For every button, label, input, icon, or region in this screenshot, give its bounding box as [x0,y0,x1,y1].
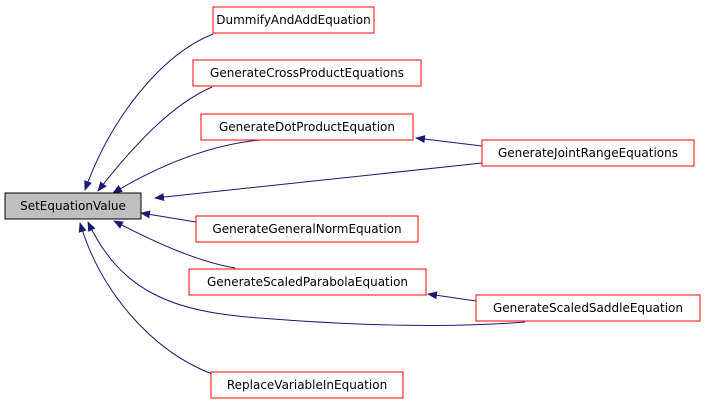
node-label: GenerateGeneralNormEquation [212,222,401,236]
edge-generalnorm [140,210,197,223]
node-generate-cross-product-equations[interactable]: GenerateCrossProductEquations [192,59,422,87]
node-label: GenerateDotProductEquation [219,120,395,134]
node-dummify-and-add-equation[interactable]: DummifyAndAddEquation [212,6,375,34]
edge-scaledparabola [113,220,236,269]
edge-saddle-root [87,221,526,326]
node-label: ReplaceVariableInEquation [227,378,387,392]
edge-dotproduct [112,139,261,194]
edge-replacevariable [78,222,213,375]
edge-dummify [84,33,214,191]
node-generate-dot-product-equation[interactable]: GenerateDotProductEquation [200,113,414,141]
edge-crossproduct [97,86,213,192]
node-label: GenerateScaledParabolaEquation [207,275,408,289]
edge-saddle-parabola [427,291,477,302]
node-generate-scaled-parabola-equation[interactable]: GenerateScaledParabolaEquation [188,268,427,296]
edge-jointrange-root [154,162,483,202]
node-label: GenerateCrossProductEquations [210,66,404,80]
node-generate-scaled-saddle-equation[interactable]: GenerateScaledSaddleEquation [475,294,701,322]
edge-jointrange-dot [415,135,483,147]
node-generate-joint-range-equations[interactable]: GenerateJointRangeEquations [481,139,695,167]
edges [78,33,526,375]
node-replace-variable-in-equation[interactable]: ReplaceVariableInEquation [210,371,404,399]
node-label: GenerateJointRangeEquations [498,146,678,160]
node-label: SetEquationValue [20,199,126,213]
node-set-equation-value[interactable]: SetEquationValue [4,192,142,220]
node-label: GenerateScaledSaddleEquation [493,301,683,315]
node-generate-general-norm-equation[interactable]: GenerateGeneralNormEquation [195,215,419,243]
node-label: DummifyAndAddEquation [216,13,370,27]
